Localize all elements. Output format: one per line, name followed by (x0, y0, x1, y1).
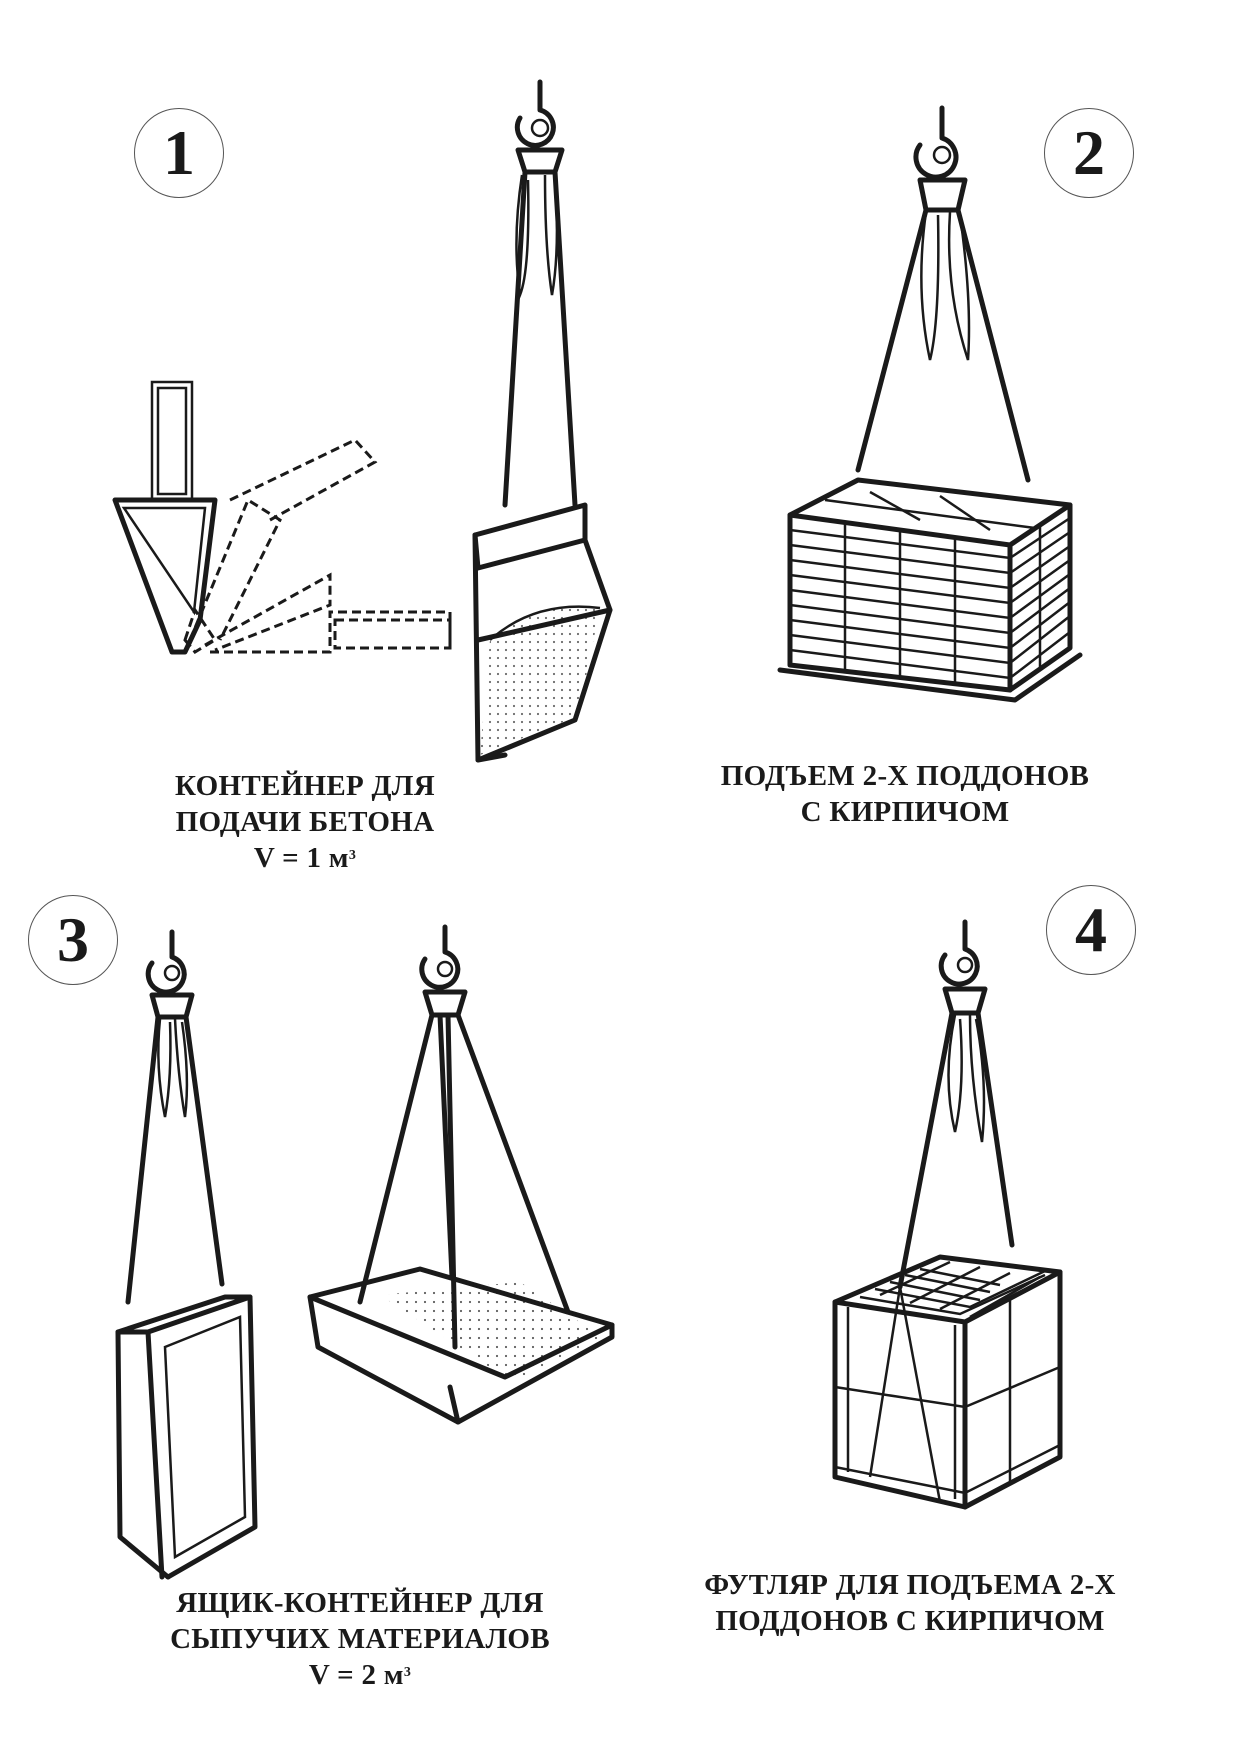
caption-line-2: ПОДАЧИ БЕТОНА (175, 806, 435, 838)
crane-hook-icon (938, 919, 988, 1016)
panel-3: 3 (0, 877, 620, 1754)
panel-number-badge: 2 (1044, 108, 1134, 198)
panel-number: 4 (1075, 894, 1107, 965)
caption-line-2: СЫПУЧИХ МАТЕРИАЛОВ (170, 1623, 550, 1655)
brick-crate-illustration (832, 919, 1063, 1510)
crane-hook-icon (419, 924, 468, 1018)
panel-caption: ФУТЛЯР ДЛЯ ПОДЪЕМА 2-Х ПОДДОНОВ С КИРПИЧ… (680, 1567, 1140, 1639)
caption-line-2: С КИРПИЧОМ (800, 796, 1010, 828)
caption-line-1: КОНТЕЙНЕР ДЛЯ (175, 770, 435, 802)
panel-4: 4 Ф (620, 877, 1240, 1754)
caption-line-2: ПОДДОНОВ С КИРПИЧОМ (715, 1605, 1105, 1637)
panel-caption: КОНТЕЙНЕР ДЛЯ ПОДАЧИ БЕТОНА V = 1 м3 (145, 768, 465, 876)
panel-number-badge: 1 (134, 108, 224, 198)
caption-line-1: ПОДЪЕМ 2-Х ПОДДОНОВ (720, 760, 1090, 792)
panel-number-badge: 3 (28, 895, 118, 985)
brick-rows (789, 490, 1071, 684)
panel-caption: ПОДЪЕМ 2-Х ПОДДОНОВ С КИРПИЧОМ (710, 758, 1100, 830)
panel-number: 3 (57, 904, 89, 975)
panel-number: 2 (1073, 117, 1105, 188)
caption-line-1: ЯЩИК-КОНТЕЙНЕР ДЛЯ (176, 1587, 544, 1619)
bulk-material-tray-illustration (307, 924, 615, 1425)
panel-1: 1 (0, 0, 620, 877)
volume-label: V = 1 м3 (253, 842, 357, 874)
volume-label: V = 2 м3 (308, 1659, 412, 1691)
panel-caption: ЯЩИК-КОНТЕЙНЕР ДЛЯ СЫПУЧИХ МАТЕРИАЛОВ V … (150, 1585, 570, 1693)
concrete-fill (480, 606, 600, 755)
panel-number: 1 (163, 117, 195, 188)
panel-number-badge: 4 (1046, 885, 1136, 975)
open-box-container-illustration (115, 929, 258, 1580)
caption-line-1: ФУТЛЯР ДЛЯ ПОДЪЕМА 2-Х (704, 1569, 1116, 1601)
tipping-sequence-illustration (112, 380, 452, 655)
panel-2: 2 (620, 0, 1240, 877)
